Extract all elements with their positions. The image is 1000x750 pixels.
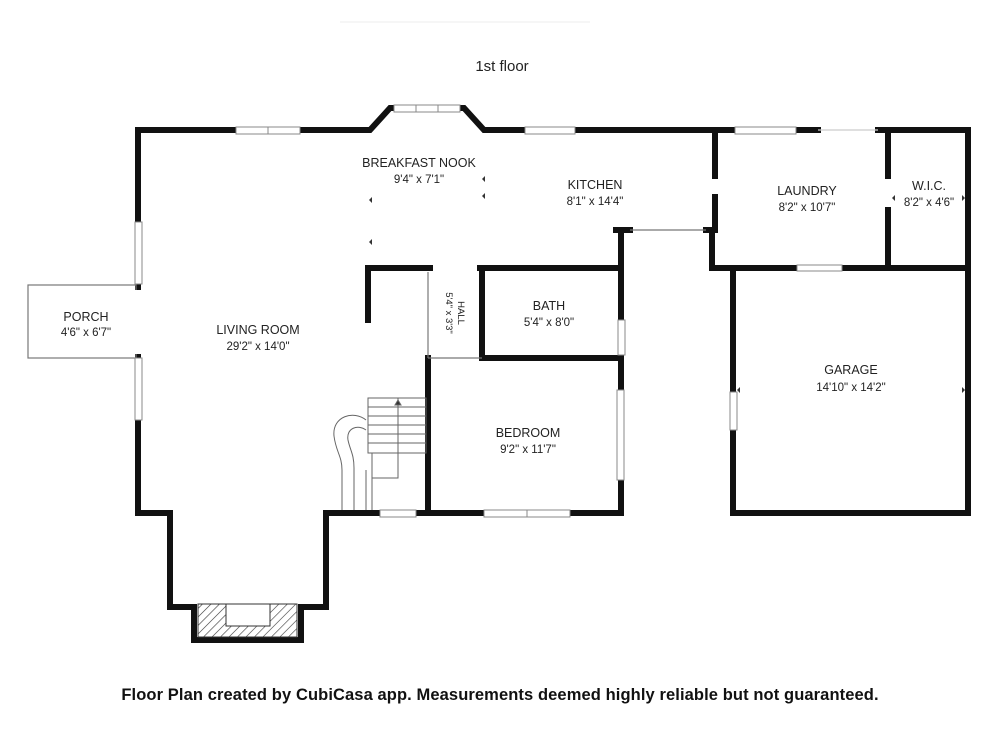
room-name-bedroom: BEDROOM (496, 426, 561, 440)
room-labels: BREAKFAST NOOK 9'4" x 7'1" KITCHEN 8'1" … (61, 156, 954, 456)
room-dims-bedroom: 9'2" x 11'7" (500, 444, 556, 456)
door-markers (369, 176, 965, 393)
room-name-breakfast-nook: BREAKFAST NOOK (362, 156, 476, 170)
room-name-wic: W.I.C. (912, 179, 946, 193)
room-name-living-room: LIVING ROOM (216, 323, 299, 337)
stairs (333, 397, 427, 510)
window (134, 357, 143, 421)
room-dims-hall: 5'4" x 3'3" (443, 292, 454, 334)
window (729, 391, 738, 431)
room-name-hall: HALL (455, 301, 466, 325)
room-name-laundry: LAUNDRY (777, 184, 837, 198)
floor-plan: 1st floor (27, 21, 971, 643)
window (524, 126, 576, 135)
room-dims-kitchen: 8'1" x 14'4" (567, 196, 624, 208)
room-dims-garage: 14'10" x 14'2" (816, 382, 885, 394)
window (617, 319, 626, 356)
room-dims-laundry: 8'2" x 10'7" (779, 202, 836, 214)
main-outer-wall (135, 127, 423, 643)
room-name-bath: BATH (533, 299, 565, 313)
walls (135, 105, 971, 643)
footer-disclaimer: Floor Plan created by CubiCasa app. Meas… (121, 686, 879, 704)
window (616, 389, 625, 481)
window (379, 509, 417, 518)
stair-enclosure-wall (365, 265, 433, 323)
window (796, 264, 843, 272)
window (734, 126, 797, 135)
windows (134, 104, 843, 518)
window (393, 104, 461, 113)
room-dims-porch: 4'6" x 6'7" (61, 327, 111, 339)
room-dims-living-room: 29'2" x 14'0" (226, 341, 289, 353)
bedroom-right-wall (567, 477, 624, 516)
room-dims-wic: 8'2" x 4'6" (904, 197, 954, 209)
room-name-garage: GARAGE (824, 363, 878, 377)
wic-outer-wall (730, 127, 971, 516)
room-name-porch: PORCH (63, 310, 108, 324)
room-dims-breakfast-nook: 9'4" x 7'1" (394, 174, 444, 186)
room-name-kitchen: KITCHEN (568, 178, 623, 192)
floor-title: 1st floor (475, 58, 528, 75)
porch-opening (134, 290, 142, 354)
bay-ledge (197, 603, 298, 638)
window (134, 221, 143, 285)
room-dims-bath: 5'4" x 8'0" (524, 317, 574, 329)
